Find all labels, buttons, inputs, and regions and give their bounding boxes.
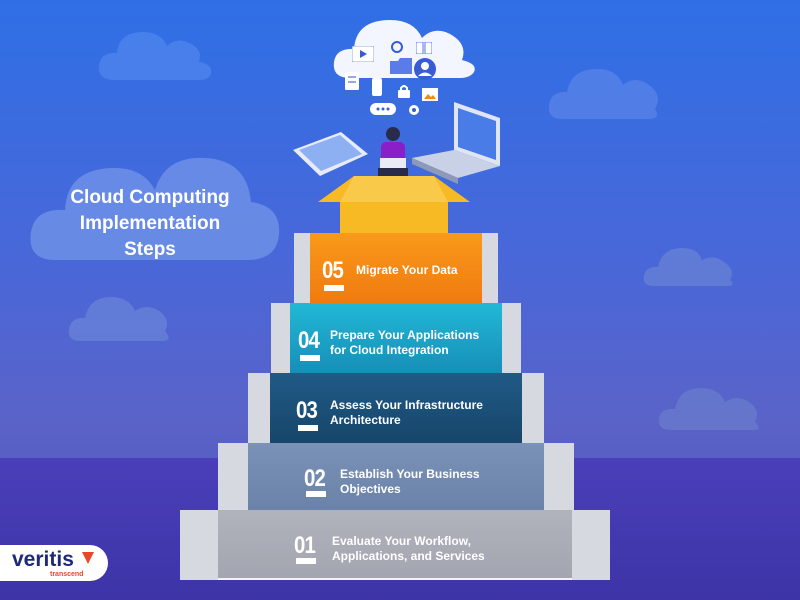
step-label-line: Architecture	[330, 413, 401, 427]
step-number: 04	[298, 327, 320, 354]
title-line-3: Steps	[124, 239, 176, 260]
folder-icon	[390, 58, 412, 74]
step-label: Evaluate Your Workflow, Applications, an…	[332, 534, 552, 564]
logo-name: veritis	[12, 548, 74, 571]
step-04: 04 Prepare Your Applications for Cloud I…	[290, 303, 502, 373]
step-02: 02 Establish Your Business Objectives	[248, 443, 544, 513]
stair-wall	[480, 233, 498, 303]
step-label-line: for Cloud Integration	[330, 343, 449, 357]
stair-wall	[271, 303, 291, 373]
stair-wall	[248, 373, 270, 443]
step-label: Assess Your Infrastructure Architecture	[330, 398, 520, 428]
stair-wall	[294, 233, 312, 303]
cloud-icon	[68, 297, 169, 341]
step-number-bar	[306, 491, 326, 497]
step-number-bar	[300, 355, 320, 361]
sync-icon	[391, 41, 403, 53]
step-label-line: Prepare Your Applications	[330, 328, 480, 342]
lock-icon	[398, 85, 410, 98]
chat-icon	[370, 103, 396, 115]
stair-wall	[572, 510, 610, 580]
step-label: Establish Your Business Objectives	[340, 467, 540, 497]
arrow-icon	[318, 176, 470, 234]
step-panel	[290, 303, 502, 373]
stair-wall	[180, 510, 218, 580]
cloud-icon	[548, 69, 658, 119]
page-title: Cloud Computing Implementation Steps	[50, 185, 250, 263]
cloud-icon	[643, 248, 733, 286]
veritis-logo: veritis transcend	[0, 545, 108, 581]
step-panel	[270, 373, 522, 443]
stair-wall	[522, 373, 544, 443]
logo-mark-icon	[82, 552, 94, 564]
step-number: 02	[304, 465, 326, 492]
step-number-bar	[296, 558, 316, 564]
cloud-icon	[658, 388, 759, 430]
cloud-icon	[333, 20, 475, 78]
step-01: 01 Evaluate Your Workflow, Applications,…	[218, 510, 572, 578]
step-number-bar	[324, 285, 344, 291]
step-number: 05	[322, 257, 344, 284]
book-icon	[416, 42, 432, 54]
step-panel	[248, 443, 544, 513]
step-number-bar	[298, 425, 318, 431]
stair-wall	[544, 443, 574, 513]
step-label-line: Applications, and Services	[332, 549, 485, 563]
user-icon	[414, 58, 436, 80]
step-label-line: Establish Your Business	[340, 467, 480, 481]
step-03: 03 Assess Your Infrastructure Architectu…	[270, 373, 522, 443]
stair-wall	[501, 303, 521, 373]
step-number: 01	[294, 532, 316, 559]
image-icon	[422, 88, 438, 101]
tablet-icon	[293, 132, 368, 176]
step-label: Migrate Your Data	[356, 263, 482, 278]
cloud-icon	[98, 32, 212, 80]
laptop-icon	[412, 102, 500, 184]
logo-tagline: transcend	[50, 571, 84, 578]
step-panel	[218, 510, 572, 578]
title-line-2: Implementation	[79, 213, 221, 234]
step-label-line: Migrate Your Data	[356, 263, 458, 277]
title-line-1: Cloud Computing	[70, 187, 230, 208]
stair-wall	[218, 443, 248, 513]
step-label: Prepare Your Applications for Cloud Inte…	[330, 328, 502, 358]
document-icon	[345, 72, 359, 90]
step-number: 03	[296, 397, 318, 424]
step-label-line: Evaluate Your Workflow,	[332, 534, 471, 548]
gear-icon	[409, 105, 419, 115]
step-05: 05 Migrate Your Data	[310, 233, 482, 303]
play-icon	[352, 46, 374, 62]
phone-icon	[372, 78, 382, 96]
step-panel	[310, 233, 482, 303]
cloud-icon	[30, 157, 280, 260]
step-label-line: Assess Your Infrastructure	[330, 398, 483, 412]
step-label-line: Objectives	[340, 482, 401, 496]
